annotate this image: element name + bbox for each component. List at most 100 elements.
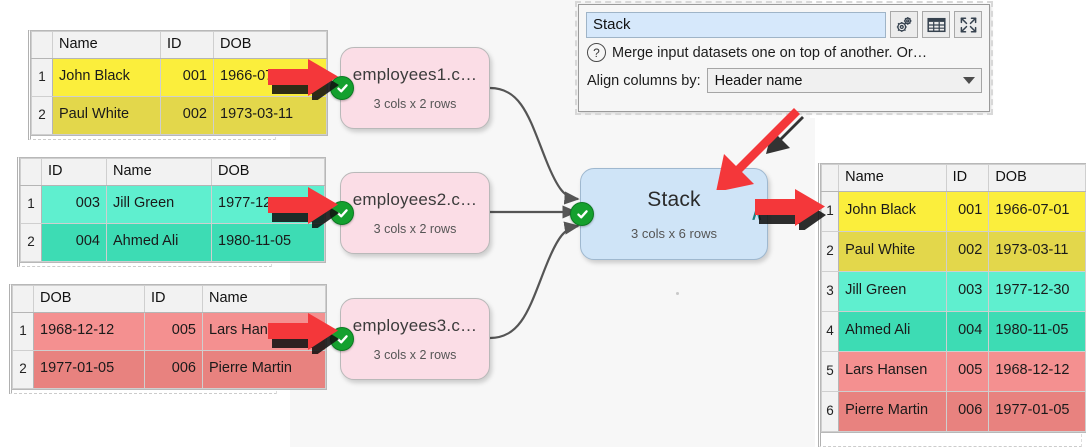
table-cell[interactable]: 1966-07-01	[988, 190, 1086, 232]
status-ok-icon	[330, 201, 354, 225]
table-cell[interactable]: 001	[945, 190, 990, 232]
row-number[interactable]: 2	[12, 349, 34, 389]
row-number[interactable]: 5	[820, 350, 840, 392]
table-cell[interactable]: 005	[144, 311, 203, 351]
column-header-dob[interactable]: DOB	[988, 164, 1086, 192]
table-cell[interactable]: 1977-12-30	[211, 184, 325, 224]
column-header-id[interactable]: ID	[945, 164, 990, 192]
row-number[interactable]: 1	[12, 311, 34, 351]
row-number[interactable]: 2	[31, 95, 53, 135]
table-cell[interactable]: Ahmed Ali	[838, 310, 947, 352]
column-header-name[interactable]: Name	[838, 164, 947, 192]
table-cell[interactable]: Paul White	[838, 230, 947, 272]
stack-properties-panel[interactable]: ? Merge input datasets one on top of ano…	[575, 1, 993, 115]
gears-icon[interactable]	[890, 11, 918, 38]
table-cell[interactable]: John Black	[838, 190, 947, 232]
table-cell[interactable]: 1977-12-30	[988, 270, 1086, 312]
node-employees1[interactable]: employees1.c… 3 cols x 2 rows	[330, 47, 490, 129]
row-number[interactable]: 1	[31, 57, 53, 97]
table-cell[interactable]: 1973-03-11	[988, 230, 1086, 272]
node-title: employees3.c…	[352, 316, 478, 335]
table-cell[interactable]: Pierre Martin	[838, 390, 947, 432]
panel-align-row: Align columns by: Header name	[579, 64, 989, 93]
column-header-name[interactable]: Name	[202, 285, 326, 313]
row-number[interactable]: 1	[820, 190, 840, 232]
table-cell[interactable]: 002	[160, 95, 214, 135]
table-cell[interactable]: Lars Hansen	[838, 350, 947, 392]
table-cell[interactable]: 1973-03-11	[213, 95, 327, 135]
column-header-id[interactable]: ID	[41, 158, 107, 186]
table-corner-cell	[20, 158, 42, 186]
table-cell[interactable]: 005	[945, 350, 990, 392]
table-cell[interactable]: 001	[160, 57, 214, 97]
table-cell[interactable]: John Black	[52, 57, 161, 97]
node-employees2[interactable]: employees2.c… 3 cols x 2 rows	[330, 172, 490, 254]
table-cell[interactable]: 003	[945, 270, 990, 312]
table-cell[interactable]: 006	[144, 349, 203, 389]
table-cell[interactable]: Jill Green	[838, 270, 947, 312]
table-cell[interactable]: 1977-01-05	[988, 390, 1086, 432]
table-cell[interactable]: Jill Green	[106, 184, 212, 224]
question-icon[interactable]: ?	[587, 43, 606, 62]
node-stack[interactable]: Stack 3 cols x 6 rows ∧	[570, 168, 768, 260]
node-employees3[interactable]: employees3.c… 3 cols x 2 rows	[330, 298, 490, 380]
align-columns-value: Header name	[714, 72, 803, 89]
column-header-dob[interactable]: DOB	[213, 31, 327, 59]
table-cell[interactable]: 1980-11-05	[988, 310, 1086, 352]
table-cell[interactable]: Ahmed Ali	[106, 222, 212, 262]
expand-arrows-icon[interactable]	[954, 11, 982, 38]
row-number[interactable]: 2	[820, 230, 840, 272]
table-cell[interactable]: 1966-07-01	[213, 57, 327, 97]
table-corner-cell	[12, 285, 34, 313]
column-header-dob[interactable]: DOB	[211, 158, 325, 186]
table-cell[interactable]: 003	[41, 184, 107, 224]
column-header-id[interactable]: ID	[160, 31, 214, 59]
table-cell[interactable]: Lars Hansen	[202, 311, 326, 351]
row-number[interactable]: 1	[20, 184, 42, 224]
column-header-name[interactable]: Name	[106, 158, 212, 186]
table-cell[interactable]: 006	[945, 390, 990, 432]
column-header-id[interactable]: ID	[144, 285, 203, 313]
table-cell[interactable]: 004	[41, 222, 107, 262]
column-header-name[interactable]: Name	[52, 31, 161, 59]
align-columns-label: Align columns by:	[587, 72, 701, 89]
table-cell[interactable]: 1977-01-05	[33, 349, 145, 389]
row-number[interactable]: 4	[820, 310, 840, 352]
table-cell[interactable]: Paul White	[52, 95, 161, 135]
table-cell[interactable]: Pierre Martin	[202, 349, 326, 389]
status-ok-icon	[330, 327, 354, 351]
node-title: Stack	[647, 187, 701, 211]
column-header-dob[interactable]: DOB	[33, 285, 145, 313]
node-subtitle: 3 cols x 2 rows	[373, 348, 457, 362]
item-name-input[interactable]	[586, 11, 886, 38]
output-chevron-icon[interactable]: ∧	[750, 204, 763, 224]
table-cell[interactable]: 002	[945, 230, 990, 272]
table-grid-icon[interactable]	[922, 11, 950, 38]
node-subtitle: 3 cols x 6 rows	[631, 225, 717, 241]
table-cell[interactable]: 1968-12-12	[33, 311, 145, 351]
row-number[interactable]: 2	[20, 222, 42, 262]
table-cell[interactable]: 004	[945, 310, 990, 352]
table-cell[interactable]: 1980-11-05	[211, 222, 325, 262]
row-number[interactable]: 3	[820, 270, 840, 312]
row-number[interactable]: 6	[820, 390, 840, 432]
table-cell[interactable]: 1968-12-12	[988, 350, 1086, 392]
align-columns-select[interactable]: Header name	[706, 68, 982, 93]
